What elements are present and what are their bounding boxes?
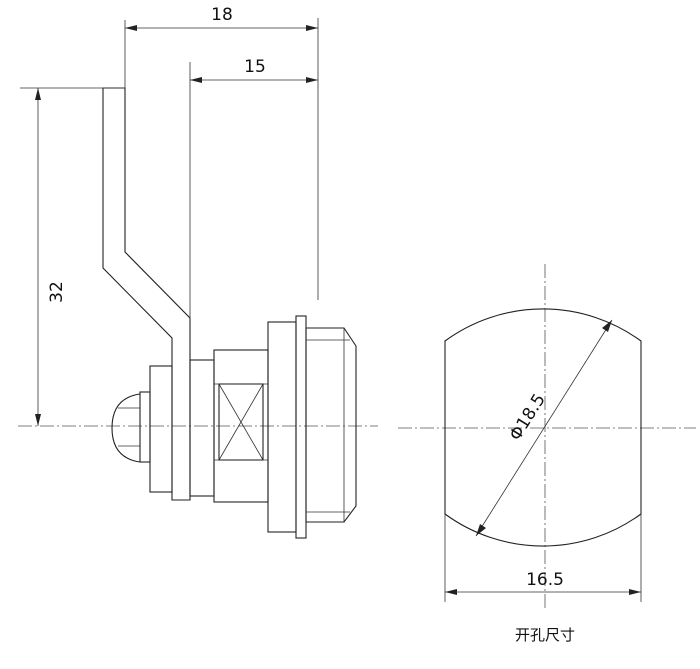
dimension-flat-width: 16.5 [444, 514, 642, 602]
cutout-caption: 开孔尺寸 [515, 626, 575, 644]
cam-lock-side-view: 18 15 32 [18, 5, 378, 539]
dimension-18-label: 18 [211, 5, 233, 25]
dimension-diameter-label: Φ18.5 [506, 390, 550, 444]
cam-arm-outer [102, 87, 191, 501]
dimension-32-label: 32 [47, 281, 67, 303]
dome-nut [111, 365, 173, 493]
washer [189, 359, 215, 497]
dimension-15-label: 15 [244, 57, 266, 77]
cylinder-head [305, 327, 357, 523]
panel-cutout-view: Φ18.5 16.5 开孔尺寸 [398, 264, 696, 644]
flange [267, 315, 307, 539]
cutout-outline [444, 308, 642, 547]
dimension-18: 18 [125, 5, 319, 300]
dimension-32: 32 [20, 87, 125, 426]
dimension-flat-width-label: 16.5 [526, 570, 564, 590]
dimension-15: 15 [189, 57, 318, 318]
